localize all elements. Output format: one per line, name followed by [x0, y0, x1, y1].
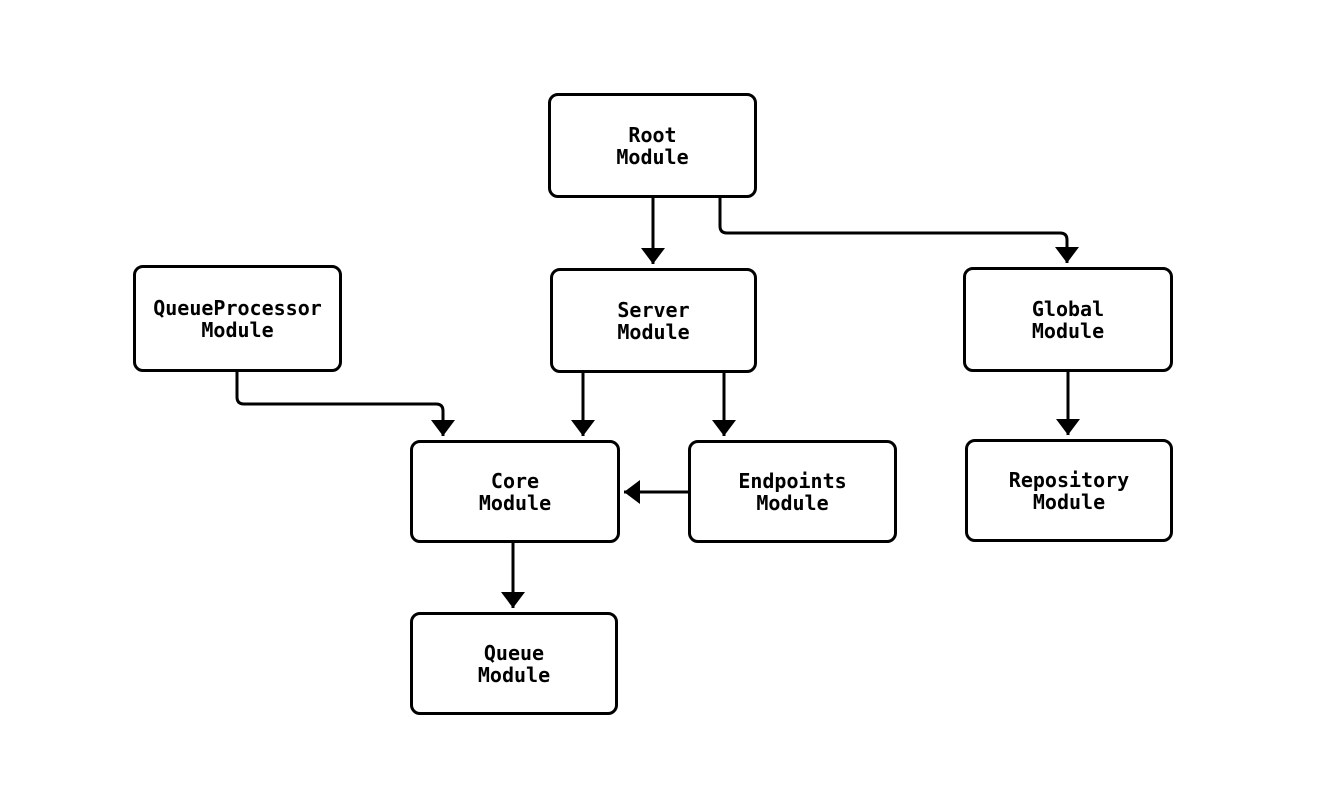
node-repository-module-label: Repository Module: [1008, 467, 1130, 514]
edge-queueprocessor-to-core: [235, 372, 455, 436]
node-queue-module: Queue Module: [410, 612, 618, 715]
node-endpoints-module-label: Endpoints Module: [738, 468, 847, 515]
node-endpoints-module: Endpoints Module: [688, 440, 897, 543]
node-global-module: Global Module: [963, 267, 1173, 372]
node-queue-module-label: Queue Module: [477, 640, 551, 687]
edge-root-to-global: [718, 198, 1079, 263]
node-repository-module: Repository Module: [965, 439, 1173, 542]
node-global-module-label: Global Module: [1031, 296, 1105, 343]
node-queueprocessor-module: QueueProcessor Module: [133, 265, 342, 372]
node-server-module: Server Module: [550, 268, 757, 373]
node-server-module-label: Server Module: [617, 297, 690, 344]
node-root-module-label: Root Module: [616, 122, 689, 169]
node-queueprocessor-module-label: QueueProcessor Module: [153, 295, 322, 342]
node-root-module: Root Module: [548, 93, 757, 198]
node-core-module: Core Module: [410, 440, 620, 543]
node-core-module-label: Core Module: [478, 468, 552, 515]
